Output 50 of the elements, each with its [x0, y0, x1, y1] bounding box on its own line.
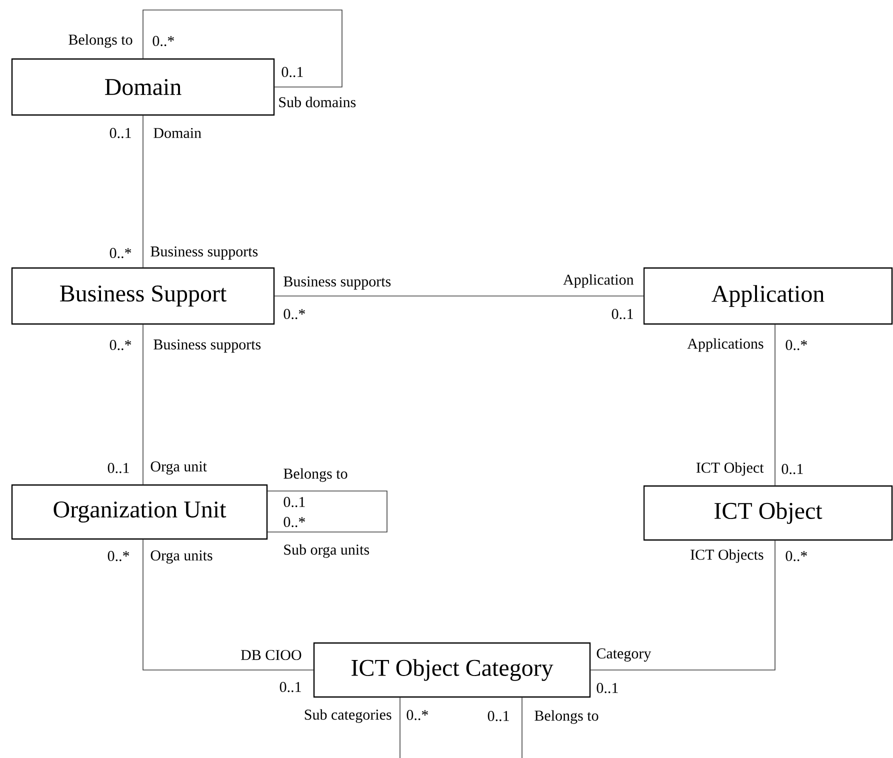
end-label: Belongs to [284, 468, 348, 482]
end-label: Sub categories [304, 709, 392, 723]
end-label: 0..* [110, 340, 132, 350]
association-line [774, 324, 776, 486]
end-label: ICT Object [696, 462, 764, 476]
end-label: 0..1 [108, 462, 129, 474]
class-box: ICT Object [643, 485, 893, 541]
end-label: 0..* [284, 516, 305, 528]
association-line [400, 697, 522, 758]
end-label: Orga units [150, 550, 212, 564]
class-box: Domain [11, 58, 275, 116]
end-label: 0..* [152, 36, 174, 46]
end-label: 0..* [406, 710, 428, 720]
end-label: 0..* [108, 550, 130, 562]
end-label: 0..1 [596, 682, 618, 694]
class-box: Organization Unit [11, 484, 268, 540]
end-label: Business supports [284, 276, 391, 290]
class-box: ICT Object Category [313, 642, 591, 698]
end-label: 0..1 [612, 308, 633, 320]
class-box: Application [643, 267, 893, 325]
end-label: 0..1 [782, 464, 803, 474]
association-line [142, 10, 342, 88]
end-label: ICT Objects [690, 549, 764, 563]
end-label: 0..* [110, 248, 132, 258]
association-line [142, 115, 144, 268]
end-label: Belongs to [534, 710, 598, 724]
end-label: Business supports [150, 246, 258, 260]
association-line [142, 539, 314, 670]
end-label: Applications [687, 338, 764, 352]
end-label: Sub orga units [284, 544, 370, 558]
end-label: 0..* [284, 308, 305, 320]
class-box: Business Support [11, 267, 275, 325]
end-label: Category [596, 648, 652, 662]
end-label: 0..1 [488, 710, 509, 722]
end-label: 0..1 [284, 496, 305, 508]
association-line [267, 490, 388, 532]
end-label: Domain [154, 128, 202, 138]
end-label: 0..1 [110, 128, 131, 138]
end-label: 0..* [786, 550, 807, 562]
end-label: 0..1 [280, 682, 301, 692]
end-label: DB CIOO [241, 650, 302, 660]
end-label: 0..1 [282, 66, 303, 78]
end-label: Orga unit [150, 461, 207, 475]
end-label: Belongs to [68, 34, 132, 48]
end-label: 0..* [786, 340, 807, 350]
association-line [142, 324, 144, 485]
end-label: Sub domains [279, 96, 356, 108]
end-label: Business supports [154, 339, 261, 353]
association-line [590, 540, 776, 670]
end-label: Application [563, 274, 634, 288]
